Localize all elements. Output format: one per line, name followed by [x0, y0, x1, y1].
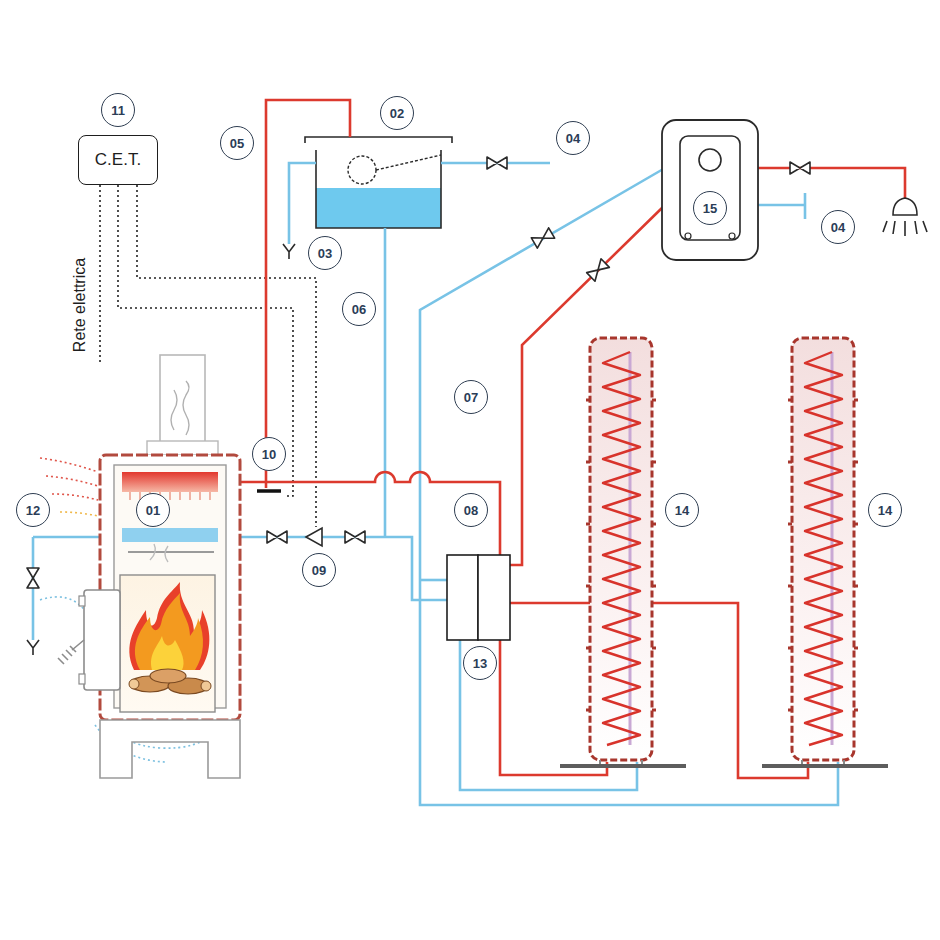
label-text: 04 — [831, 220, 845, 235]
shower-head — [883, 198, 927, 236]
label-text: 10 — [262, 447, 276, 462]
callout-number: 10 — [252, 437, 286, 471]
label-text: 05 — [230, 136, 244, 151]
label-text: Rete elettrica — [71, 258, 88, 352]
hot-water-boiler — [662, 120, 758, 260]
callout-number: 14 — [868, 493, 902, 527]
label-text: 03 — [318, 246, 332, 261]
label-text: 09 — [312, 563, 326, 578]
heat-exchanger — [447, 555, 510, 640]
label-text: 14 — [878, 503, 892, 518]
thermostat-bulb — [257, 489, 281, 493]
pump-symbol — [306, 528, 322, 546]
callout-number: 06 — [342, 292, 376, 326]
label-text: 15 — [703, 201, 717, 216]
label-text: 13 — [473, 656, 487, 671]
callout-number: 05 — [220, 126, 254, 160]
label-text: 14 — [675, 503, 689, 518]
callout-number: 07 — [454, 380, 488, 414]
callout-number: 11 — [101, 93, 135, 127]
electric-wire — [100, 185, 316, 527]
callout-number: 14 — [665, 493, 699, 527]
callout-number: 04 — [556, 121, 590, 155]
label-text: 08 — [464, 503, 478, 518]
callout-number: 04 — [821, 210, 855, 244]
expansion-tank — [305, 137, 452, 228]
radiator-column — [762, 338, 888, 766]
label-text: 02 — [390, 106, 404, 121]
hot-pipe — [215, 100, 905, 778]
node-text: C.E.T. — [95, 150, 141, 170]
label-text: 12 — [26, 503, 40, 518]
callout-number: 12 — [16, 493, 50, 527]
vertical-label: Rete elettrica — [71, 256, 89, 354]
label-text: 01 — [146, 503, 160, 518]
callout-number: 08 — [454, 493, 488, 527]
control-unit-box: C.E.T. — [78, 135, 158, 185]
callout-number: 15 — [693, 191, 727, 225]
callout-number: 01 — [136, 493, 170, 527]
label-text: 04 — [566, 131, 580, 146]
callout-number: 03 — [308, 236, 342, 270]
thermo-stove — [40, 355, 240, 778]
callout-number: 09 — [302, 553, 336, 587]
label-text: 11 — [111, 103, 125, 118]
label-text: 07 — [464, 390, 478, 405]
label-text: 06 — [352, 302, 366, 317]
radiator-column — [560, 338, 686, 766]
callout-number: 02 — [380, 96, 414, 130]
callout-number: 13 — [463, 646, 497, 680]
